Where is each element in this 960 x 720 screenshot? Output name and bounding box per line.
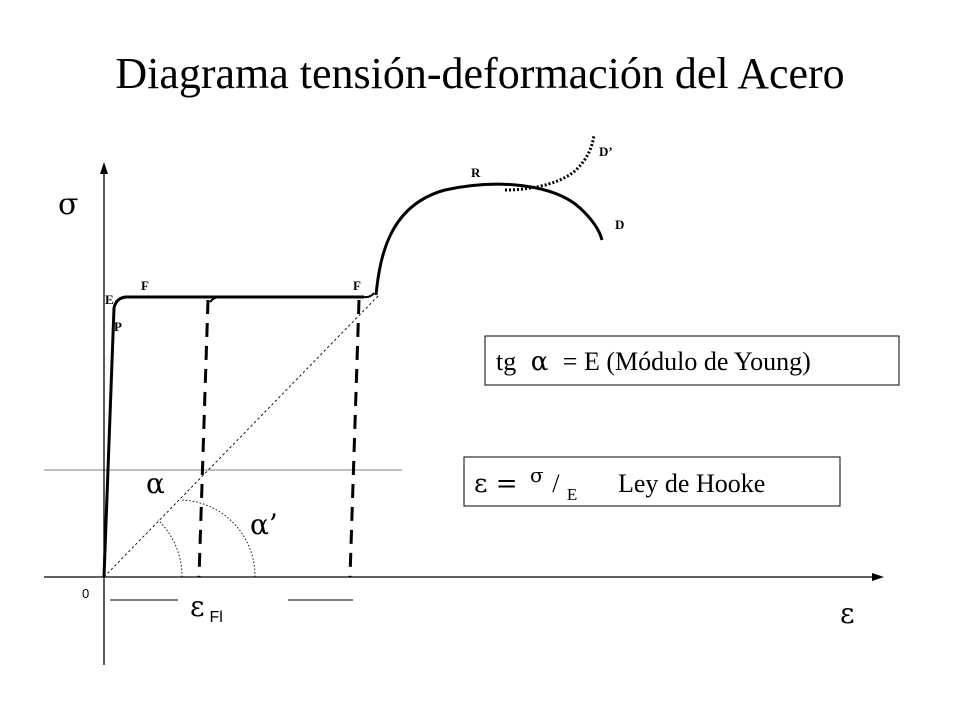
young-modulus-box xyxy=(484,335,900,386)
point-label-f1: F xyxy=(141,278,149,293)
hardening-curve xyxy=(374,182,604,296)
epsilon-axis-label: ε xyxy=(840,597,855,630)
point-label-e: E xyxy=(105,292,114,307)
alpha-label: α xyxy=(146,467,165,500)
hooke-lhs: ε = xyxy=(474,469,518,499)
modulus-dotted-line xyxy=(103,295,379,578)
plateau-tick-left xyxy=(209,296,221,303)
axes xyxy=(44,162,884,665)
x-axis-arrowhead xyxy=(872,573,884,581)
young-rest: = E (Módulo de Young) xyxy=(563,347,811,376)
young-tg: tg xyxy=(496,347,516,376)
hooke-law-name: Ley de Hooke xyxy=(618,469,765,498)
hooke-law-box xyxy=(463,456,841,507)
unloading-line-1 xyxy=(197,299,210,578)
sigma-axis-label: σ xyxy=(58,187,78,222)
point-label-d: D xyxy=(615,217,624,232)
epsilon-fl-symbol: ε xyxy=(190,590,205,623)
young-modulus-text: tg α = E (Módulo de Young) xyxy=(496,347,811,377)
point-label-r: R xyxy=(471,165,481,180)
alpha-prime-label: α’ xyxy=(250,508,278,541)
page-title: Diagrama tensión-deformación del Acero xyxy=(115,49,844,98)
young-alpha: α xyxy=(531,347,549,377)
point-label-f2: F xyxy=(353,278,361,293)
y-axis-arrowhead xyxy=(100,162,108,174)
hooke-law-text: ε = σ / E Ley de Hooke xyxy=(474,459,765,506)
point-label-d-prime: D’ xyxy=(599,144,613,159)
unloading-line-2 xyxy=(348,299,361,578)
plateau-tick-right xyxy=(363,292,375,299)
point-label-p: P xyxy=(114,319,122,334)
hooke-slash: / xyxy=(552,469,560,498)
epsilon-fl-subscript: Fl xyxy=(210,609,223,626)
hooke-denominator: E xyxy=(567,485,577,504)
true-stress-curve xyxy=(504,134,596,192)
origin-label: 0 xyxy=(82,586,89,601)
hooke-numerator: σ xyxy=(530,463,544,487)
alpha-arc xyxy=(157,519,183,578)
alpha-prime-arc xyxy=(179,499,256,578)
epsilon-fl-label: ε Fl xyxy=(190,590,223,626)
stress-strain-curve xyxy=(102,295,364,578)
